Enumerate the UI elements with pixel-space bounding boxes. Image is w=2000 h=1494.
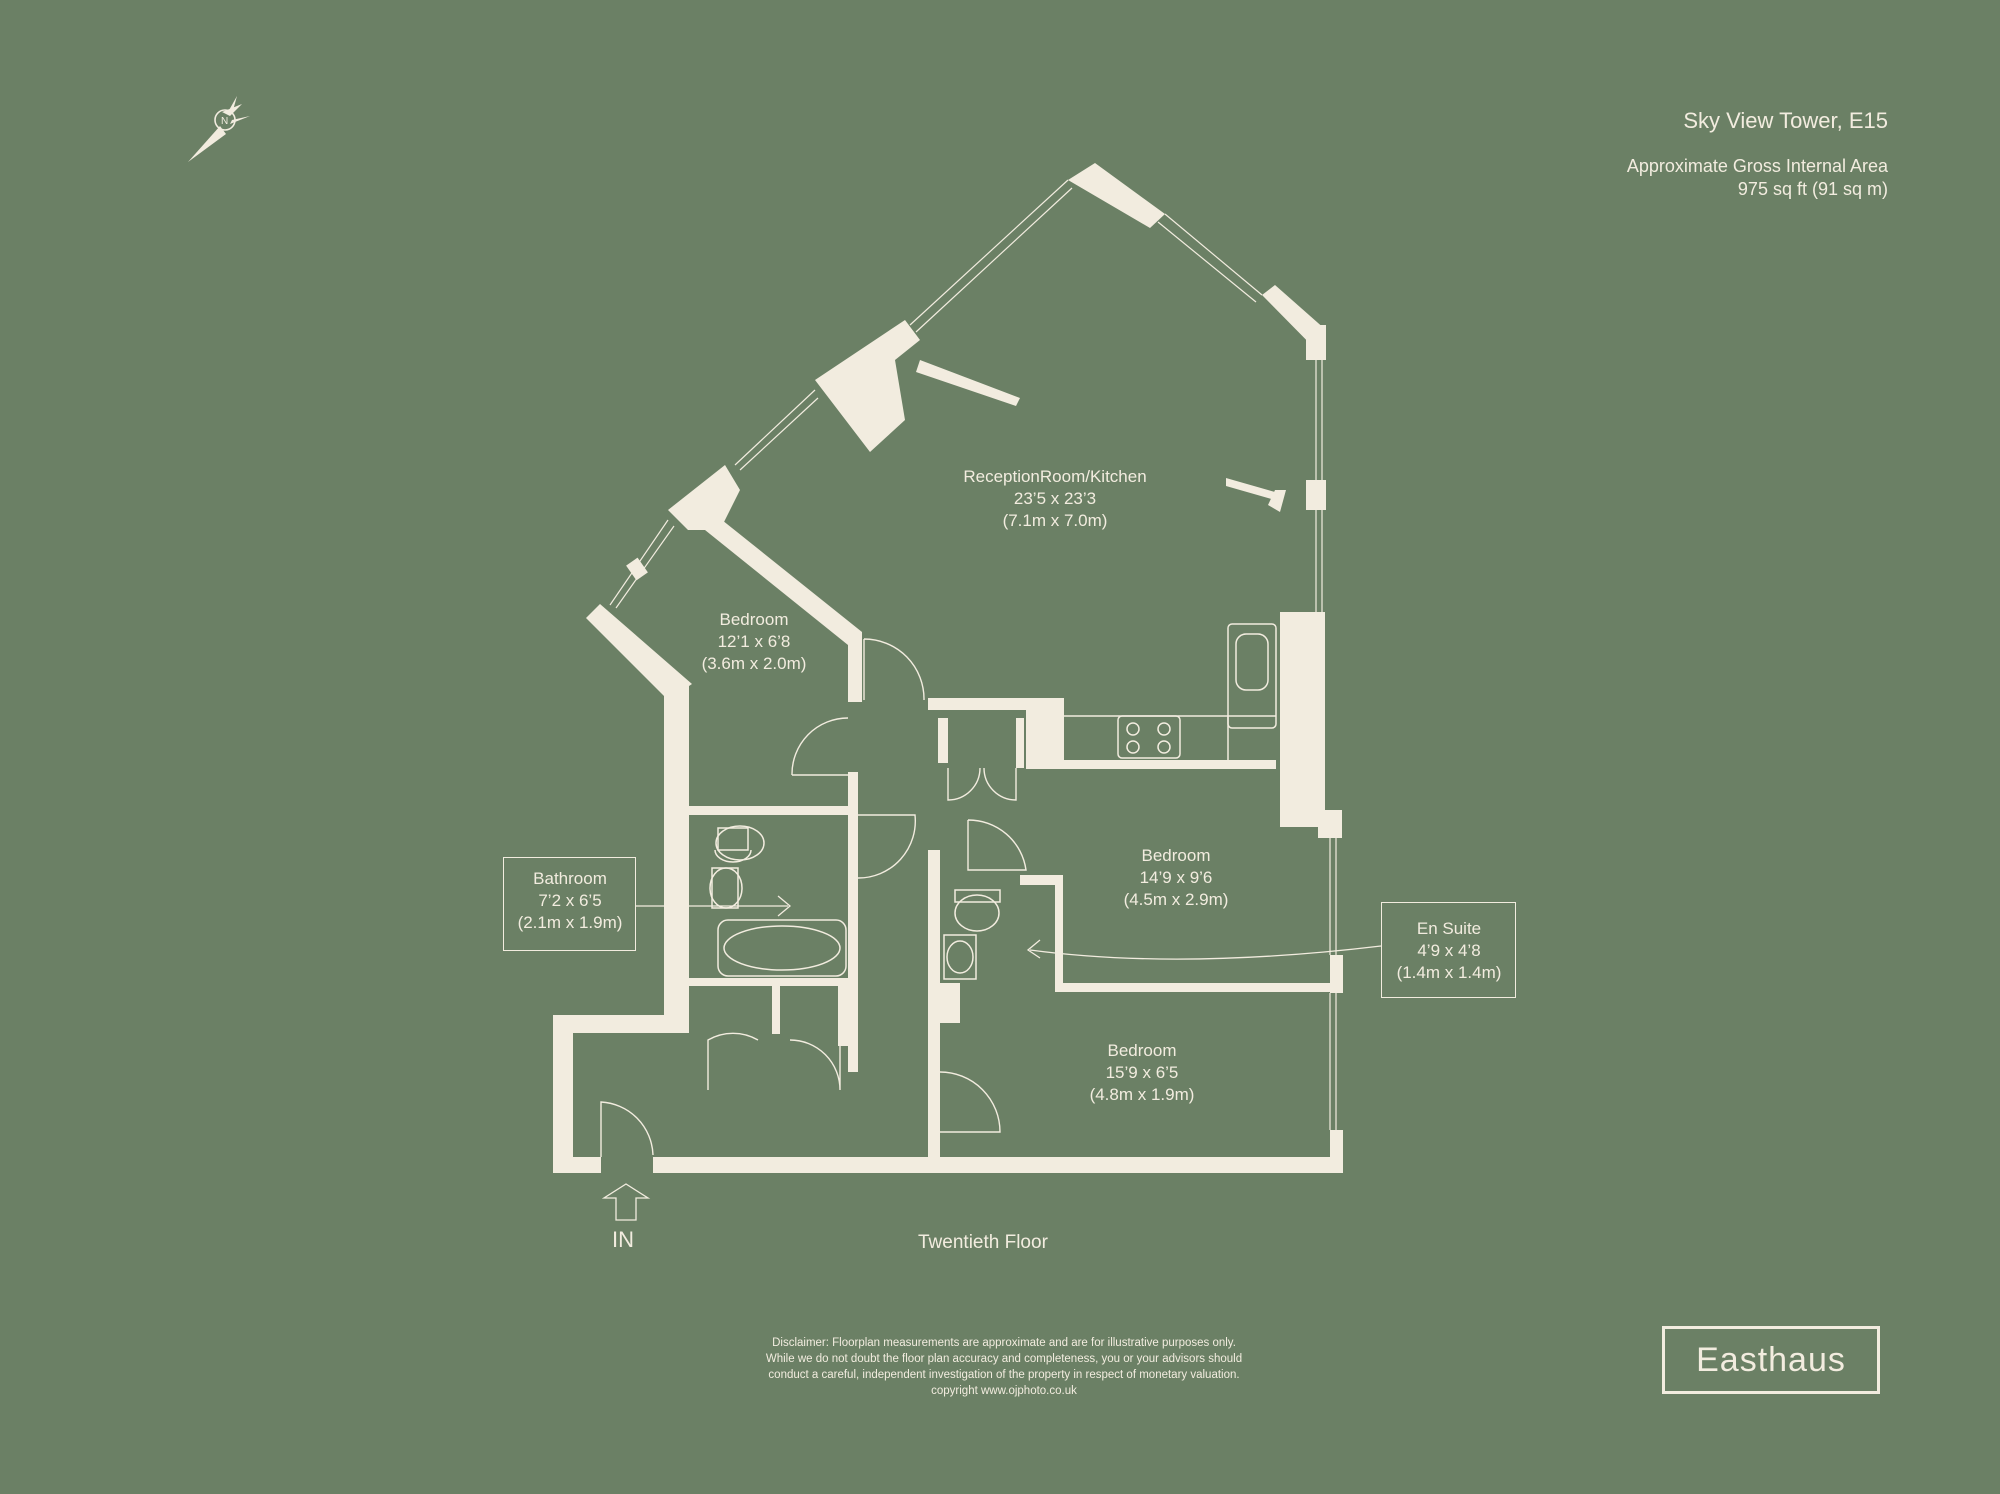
door-bathroom <box>857 814 917 879</box>
room-imperial: 23’5 x 23’3 <box>1013 489 1097 508</box>
door-bedroom3 <box>939 1071 1001 1133</box>
wall-right-stub2 <box>1330 1130 1343 1173</box>
wall-cupboard-right <box>838 986 848 1046</box>
wall-fin <box>916 360 1020 406</box>
bath-tub <box>717 919 847 977</box>
wall-bedroom1-diag <box>705 520 862 645</box>
room-reception: ReceptionRoom/Kitchen 23’5 x 23’3 (7.1m … <box>963 466 1146 532</box>
wall-right-stub <box>1330 955 1343 993</box>
wall-ensuite-top2 <box>1020 875 1063 885</box>
room-metric: (1.4m x 1.4m) <box>1396 963 1502 982</box>
area-block: Approximate Gross Internal Area 975 sq f… <box>1627 155 1888 201</box>
room-metric: (3.6m x 2.0m) <box>701 654 807 673</box>
room-imperial: 15’9 x 6’5 <box>1105 1063 1179 1082</box>
wall-top-right <box>1262 285 1326 360</box>
wall-fin2 <box>1226 478 1275 500</box>
room-name: Bathroom <box>533 869 607 888</box>
wall-fin3 <box>1268 490 1286 512</box>
wall-kitchen-base <box>1026 760 1276 769</box>
wall-wardrobe <box>938 718 948 763</box>
wall-ensuite-bottom <box>940 983 960 1023</box>
kitchen-hob <box>1117 715 1181 759</box>
wall-wardrobe2 <box>1016 718 1024 768</box>
wall-left-top <box>553 1015 689 1033</box>
floor-name: Twentieth Floor <box>918 1232 1048 1253</box>
room-en-suite: En Suite 4’9 x 4’8 (1.4m x 1.4m) <box>1397 918 1502 984</box>
wall-diagonal-left <box>586 604 692 700</box>
wall-kitchen-block <box>1026 698 1064 768</box>
room-metric: (4.8m x 1.9m) <box>1089 1085 1195 1104</box>
room-bedroom-3: Bedroom 15’9 x 6’5 (4.8m x 1.9m) <box>1090 1040 1195 1106</box>
ensuite-pointer <box>1029 945 1382 960</box>
door-bedroom2 <box>967 819 1027 871</box>
wall-corridor-left <box>848 772 858 1072</box>
compass-icon: N <box>188 96 250 162</box>
compass-letter: N <box>221 116 228 127</box>
property-title: Sky View Tower, E15 <box>1683 108 1888 133</box>
wall-right-column2 <box>1318 810 1342 838</box>
wall-left-upper <box>664 685 689 1033</box>
wall-bottom <box>653 1157 1343 1173</box>
room-name: ReceptionRoom/Kitchen <box>963 467 1147 486</box>
wall-bed2-bottom <box>1055 983 1343 992</box>
wall-top-left-pier <box>668 465 740 530</box>
disclaimer: Disclaimer: Floorplan measurements are a… <box>766 1335 1242 1399</box>
area-value: 975 sq ft (91 sq m) <box>1737 179 1888 199</box>
door-bedroom1 <box>791 717 849 776</box>
brand-logo: Easthaus <box>1662 1326 1880 1394</box>
disclaimer-line: While we do not doubt the floor plan acc… <box>765 1353 1243 1365</box>
ensuite-callout-box <box>1381 902 1516 998</box>
wall-right-column <box>1280 612 1325 827</box>
wall-bedroom1-right <box>848 632 862 702</box>
wall-ensuite-right <box>1055 875 1063 990</box>
room-bedroom-2: Bedroom 14’9 x 9’6 (4.5m x 2.9m) <box>1124 845 1229 911</box>
kitchen-sink <box>1227 623 1277 729</box>
wall-left-outer <box>553 1015 573 1173</box>
room-metric: (7.1m x 7.0m) <box>1002 511 1108 530</box>
door-hall <box>863 638 925 701</box>
wall-top-peak <box>1068 163 1165 228</box>
room-name: En Suite <box>1416 919 1482 938</box>
wall-top-pier <box>815 320 920 452</box>
room-imperial: 14’9 x 9’6 <box>1139 868 1213 887</box>
room-imperial: 7’2 x 6’5 <box>538 891 602 910</box>
room-name: Bedroom <box>719 610 789 629</box>
room-metric: (2.1m x 1.9m) <box>517 913 623 932</box>
door-cupboard1 <box>707 1032 759 1090</box>
room-bedroom-1: Bedroom 12’1 x 6’8 (3.6m x 2.0m) <box>702 609 807 675</box>
room-imperial: 12’1 x 6’8 <box>717 632 791 651</box>
ensuite-basin <box>943 934 977 980</box>
door-cupboard2 <box>789 1039 841 1091</box>
area-label: Approximate Gross Internal Area <box>1626 156 1888 176</box>
room-name: Bedroom <box>1107 1041 1177 1060</box>
wall-right-stub3 <box>1306 480 1326 510</box>
room-bathroom: Bathroom 7’2 x 6’5 (2.1m x 1.9m) <box>518 868 623 934</box>
room-metric: (4.5m x 2.9m) <box>1123 890 1229 909</box>
door-entrance <box>600 1101 654 1157</box>
wall-left-stub <box>626 557 648 581</box>
entrance-arrow-icon <box>601 1183 651 1221</box>
bathroom-callout-box <box>503 857 636 951</box>
disclaimer-line: copyright www.ojphoto.co.uk <box>931 1385 1077 1397</box>
room-name: Bedroom <box>1141 846 1211 865</box>
ensuite-toilet <box>954 889 1001 903</box>
bathroom-toilet <box>714 827 752 863</box>
room-imperial: 4’9 x 4’8 <box>1417 941 1481 960</box>
disclaimer-line: conduct a careful, independent investiga… <box>768 1369 1240 1381</box>
wall-bedroom1-bottom <box>689 806 849 815</box>
door-wardrobe <box>947 767 1017 801</box>
entrance-label: IN <box>612 1227 634 1252</box>
wall-corridor-right <box>928 850 940 1158</box>
disclaimer-line: Disclaimer: Floorplan measurements are a… <box>772 1337 1236 1349</box>
bathroom-basin <box>709 867 743 909</box>
wall-cupboard-mid <box>772 986 780 1034</box>
wall-bathroom-bottom <box>689 978 849 986</box>
